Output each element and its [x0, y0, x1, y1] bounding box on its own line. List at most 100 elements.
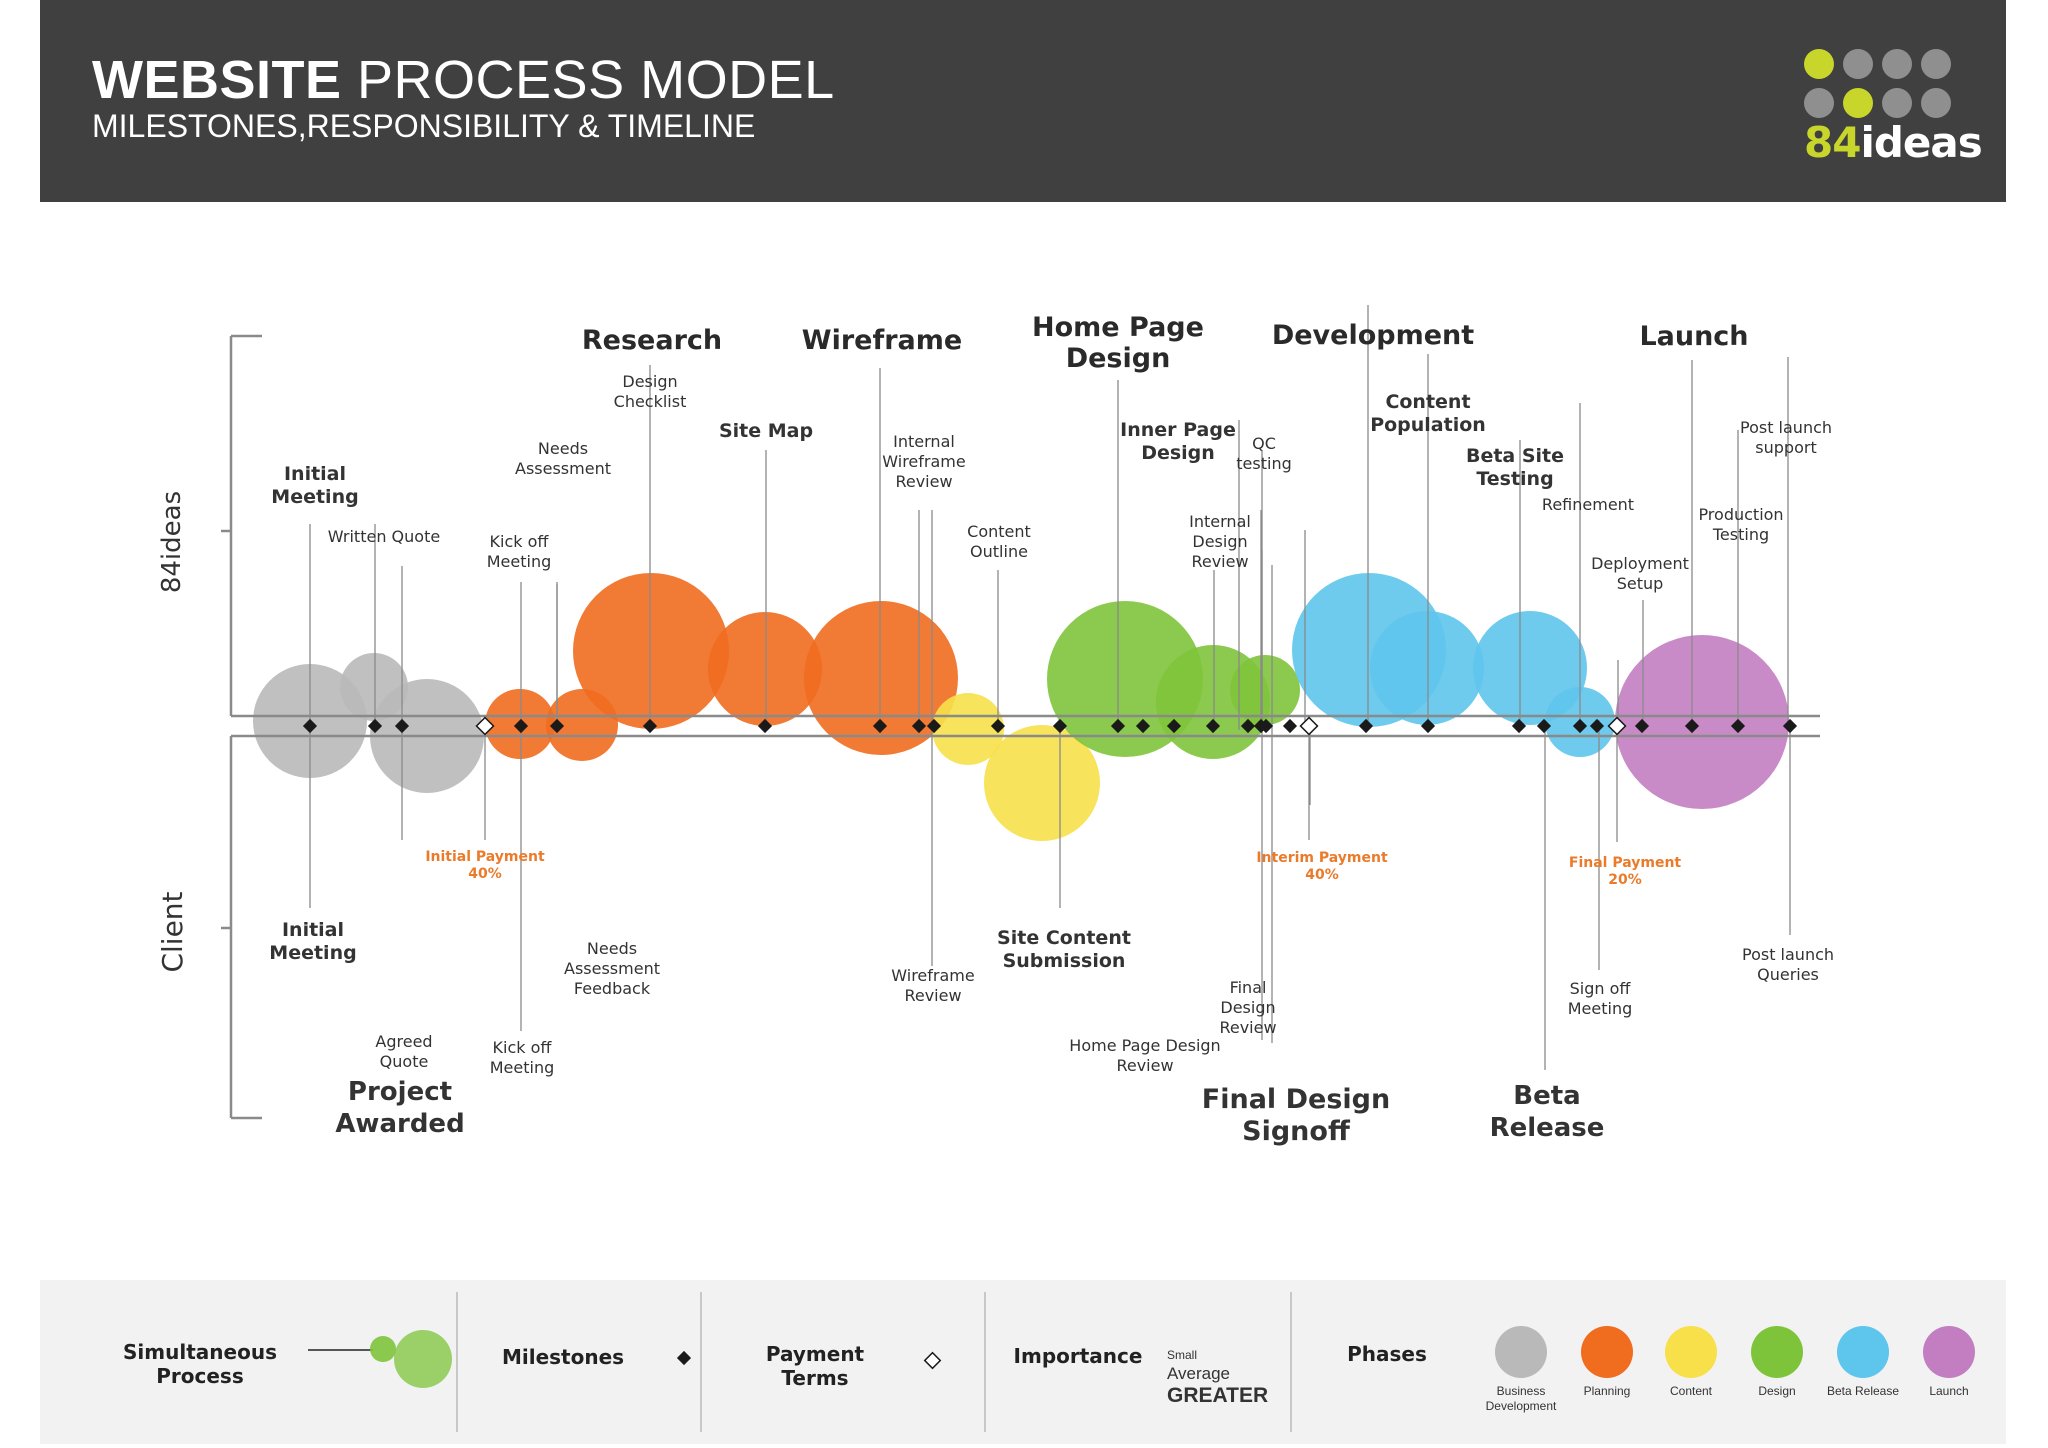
legend-divider	[700, 1292, 702, 1432]
milestone-marker	[513, 718, 529, 734]
milestone-marker	[1240, 718, 1256, 734]
milestone-marker	[1684, 718, 1700, 734]
logo-dot	[1882, 88, 1912, 118]
phase-swatch	[1837, 1326, 1889, 1378]
title-rest: PROCESS MODEL	[341, 50, 835, 110]
importance-greater: GREATER	[1167, 1384, 1269, 1407]
phase-bubble-beta-release	[1370, 611, 1484, 725]
payment-marker	[1607, 716, 1627, 736]
importance-average: Average	[1167, 1364, 1231, 1383]
legend-phases-label: Phases	[1347, 1342, 1427, 1366]
logo-dot	[1843, 49, 1873, 79]
milestone-marker	[302, 718, 318, 734]
axis-label-84ideas: 84ideas	[157, 491, 187, 593]
logo-dot	[1921, 49, 1951, 79]
payment-marker	[475, 716, 495, 736]
milestone-marker	[1782, 718, 1798, 734]
page-subtitle: MILESTONES,RESPONSIBILITY & TIMELINE	[92, 108, 756, 144]
responsibility-label-84ideas: Refinement	[1542, 495, 1634, 514]
phase-bubble-content	[932, 693, 1004, 765]
milestone-marker	[990, 718, 1006, 734]
phase-swatch	[1923, 1326, 1975, 1378]
phase-title: Research	[582, 325, 722, 356]
milestone-marker	[911, 718, 927, 734]
logo-dot	[1804, 49, 1834, 79]
phase-swatch-label: Beta Release	[1826, 1384, 1900, 1398]
phase-swatch	[1495, 1326, 1547, 1378]
brand-wordmark: 84ideas	[1804, 118, 1983, 167]
phase-bubble-launch	[1615, 635, 1789, 809]
phase-swatch-label: Content	[1669, 1384, 1713, 1398]
milestone-marker	[1572, 718, 1588, 734]
legend-simultaneous-line1: Simultaneous	[123, 1340, 277, 1364]
milestone-marker	[1511, 718, 1527, 734]
axis-label-client: Client	[156, 891, 189, 972]
payment-diamond-icon	[923, 1351, 942, 1370]
page-title: WEBSITE PROCESS MODEL	[92, 50, 835, 110]
phase-bubble-content	[984, 725, 1100, 841]
simultaneous-icon	[308, 1330, 452, 1388]
milestone-marker	[872, 718, 888, 734]
milestone-marker	[1135, 718, 1151, 734]
logo-dot	[1843, 88, 1873, 118]
phase-title: Wireframe	[802, 325, 962, 356]
phase-swatch-label: Design	[1758, 1384, 1796, 1398]
milestone-marker	[1282, 718, 1298, 734]
milestone-marker	[642, 718, 658, 734]
milestone-marker	[1110, 718, 1126, 734]
logo-dot	[1921, 88, 1951, 118]
milestone-marker	[1634, 718, 1650, 734]
bubbles-layer	[253, 573, 1789, 841]
milestone-marker	[1358, 718, 1374, 734]
milestone-diamond-icon	[676, 1350, 692, 1366]
header-bar: WEBSITE PROCESS MODEL MILESTONES,RESPONS…	[40, 0, 2006, 202]
legend-payment-line1: Payment	[765, 1342, 865, 1366]
milestone-marker	[549, 718, 565, 734]
phase-bubble-design	[1230, 655, 1300, 725]
brand-word: ideas	[1860, 118, 1982, 167]
legend-importance-label: Importance	[1013, 1344, 1143, 1368]
phase-bubble-planning	[708, 612, 822, 726]
milestone-marker	[1536, 718, 1552, 734]
milestone-marker	[1052, 718, 1068, 734]
legend-divider	[984, 1292, 986, 1432]
importance-small: Small	[1167, 1348, 1198, 1362]
phase-swatch	[1751, 1326, 1803, 1378]
axis-layer	[221, 334, 1820, 1120]
legend-divider	[1290, 1292, 1292, 1432]
responsibility-label-84ideas: Site Map	[719, 420, 813, 442]
phase-swatch-label: Launch	[1929, 1384, 1969, 1398]
logo-dot	[1882, 49, 1912, 79]
legend-payment-line2: Terms	[781, 1366, 849, 1390]
title-bold: WEBSITE	[92, 50, 342, 110]
phase-bubble-planning	[573, 573, 729, 729]
milestone-marker	[757, 718, 773, 734]
legend-simultaneous-line2: Process	[156, 1364, 244, 1388]
